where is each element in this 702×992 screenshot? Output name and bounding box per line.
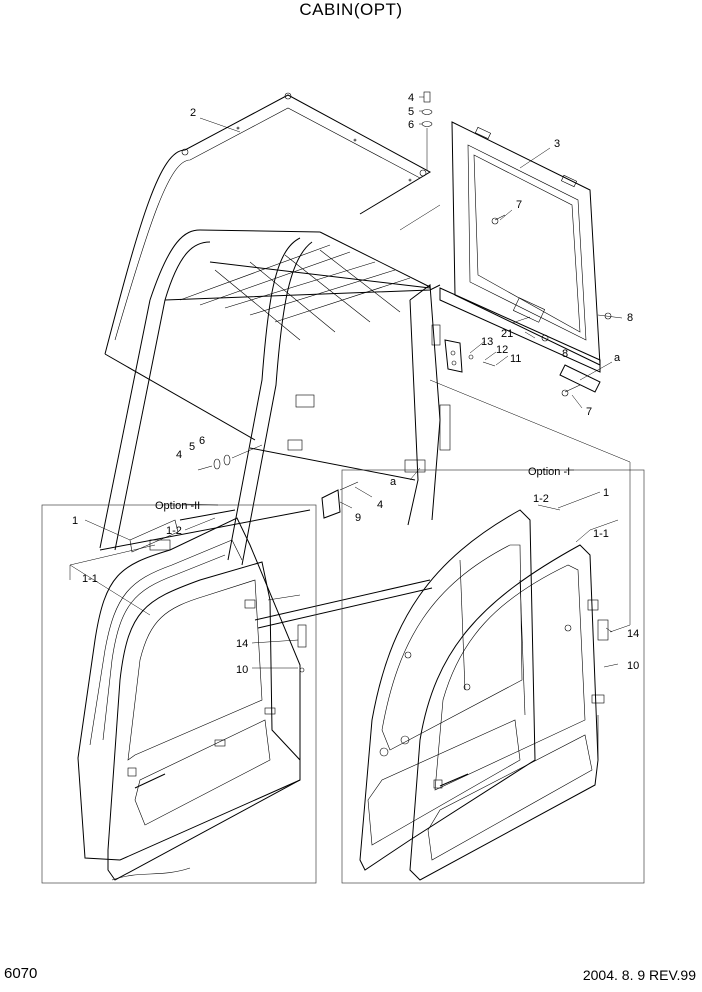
fastener-stack-top [421, 91, 433, 170]
revision-date: 2004. 8. 9 REV.99 [582, 967, 696, 983]
option-1-doors [359, 509, 609, 881]
callout-11: 11 [510, 353, 521, 365]
callout-1-2-right: 1-2 [533, 493, 549, 505]
callout-1-left: 1 [72, 515, 78, 527]
option-2-box [41, 504, 317, 884]
page-title: CABIN(OPT) [299, 0, 403, 19]
page-number: 6070 [4, 965, 38, 982]
option-2-doors [77, 517, 307, 881]
callout-6-top: 6 [408, 119, 414, 131]
fastener-stack-left [197, 444, 263, 471]
cabin-frame [99, 229, 451, 629]
callout-4-top: 4 [408, 92, 414, 104]
callout-14-right: 14 [627, 628, 639, 640]
callout-4-left: 4 [176, 449, 182, 461]
callout-21: 21 [501, 328, 513, 340]
callout-1-right: 1 [603, 487, 609, 499]
callout-a-right: a [614, 352, 621, 364]
callout-14-left: 14 [236, 638, 248, 650]
callout-5-top: 5 [408, 106, 414, 118]
callout-10-left: 10 [236, 664, 248, 676]
callout-3: 3 [554, 138, 560, 150]
callout-a-left: a [390, 476, 397, 488]
callout-5-left: 5 [189, 441, 195, 453]
option-2-label: Option -II [155, 500, 200, 512]
callout-13: 13 [481, 336, 493, 348]
callout-2: 2 [190, 107, 196, 119]
callout-1-2-left: 1-2 [166, 525, 182, 537]
callout-labels: 2 3 4 5 6 7 8 21 13 12 11 8 a 7 6 5 4 a … [72, 92, 639, 676]
roof-panel-part-2 [104, 92, 432, 441]
rear-window-frame-part-3 [439, 121, 612, 397]
callout-10-right: 10 [627, 660, 639, 672]
bracket-part-9 [321, 481, 359, 519]
hinge-bracket-13 [444, 339, 496, 373]
option-1-label: Option -I [528, 466, 570, 478]
callout-9: 9 [355, 512, 361, 524]
callout-8-right: 8 [627, 312, 633, 324]
callout-8-lower: 8 [562, 348, 568, 360]
callout-1-1-left: 1-1 [82, 573, 98, 585]
callout-12: 12 [496, 344, 508, 356]
callout-4-mid: 4 [377, 499, 383, 511]
callout-7-top: 7 [516, 199, 522, 211]
callout-1-1-right: 1-1 [593, 528, 609, 540]
leader-lines [69, 96, 631, 669]
callout-6-left: 6 [199, 435, 205, 447]
callout-7-lower: 7 [586, 406, 592, 418]
option-1-box [341, 469, 645, 884]
